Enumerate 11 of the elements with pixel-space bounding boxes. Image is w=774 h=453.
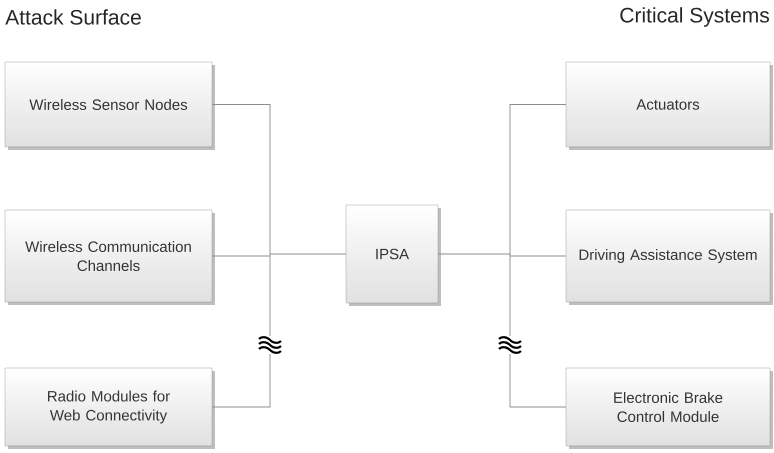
column-heading: Attack Surface <box>5 9 141 25</box>
process-box: Driving Assistance System <box>566 210 770 302</box>
process-box: Radio Modules for Web Connectivity <box>4 368 212 446</box>
process-box: Wireless Communication Channels <box>4 210 212 302</box>
connector-line <box>212 254 346 408</box>
process-box: Electronic Brake Control Module <box>566 368 770 446</box>
process-box: Actuators <box>566 62 770 148</box>
process-box: Wireless Sensor Nodes <box>4 62 212 148</box>
process-box: IPSA <box>346 204 438 304</box>
connector-line <box>438 254 566 408</box>
column-heading: Critical Systems <box>620 7 770 27</box>
